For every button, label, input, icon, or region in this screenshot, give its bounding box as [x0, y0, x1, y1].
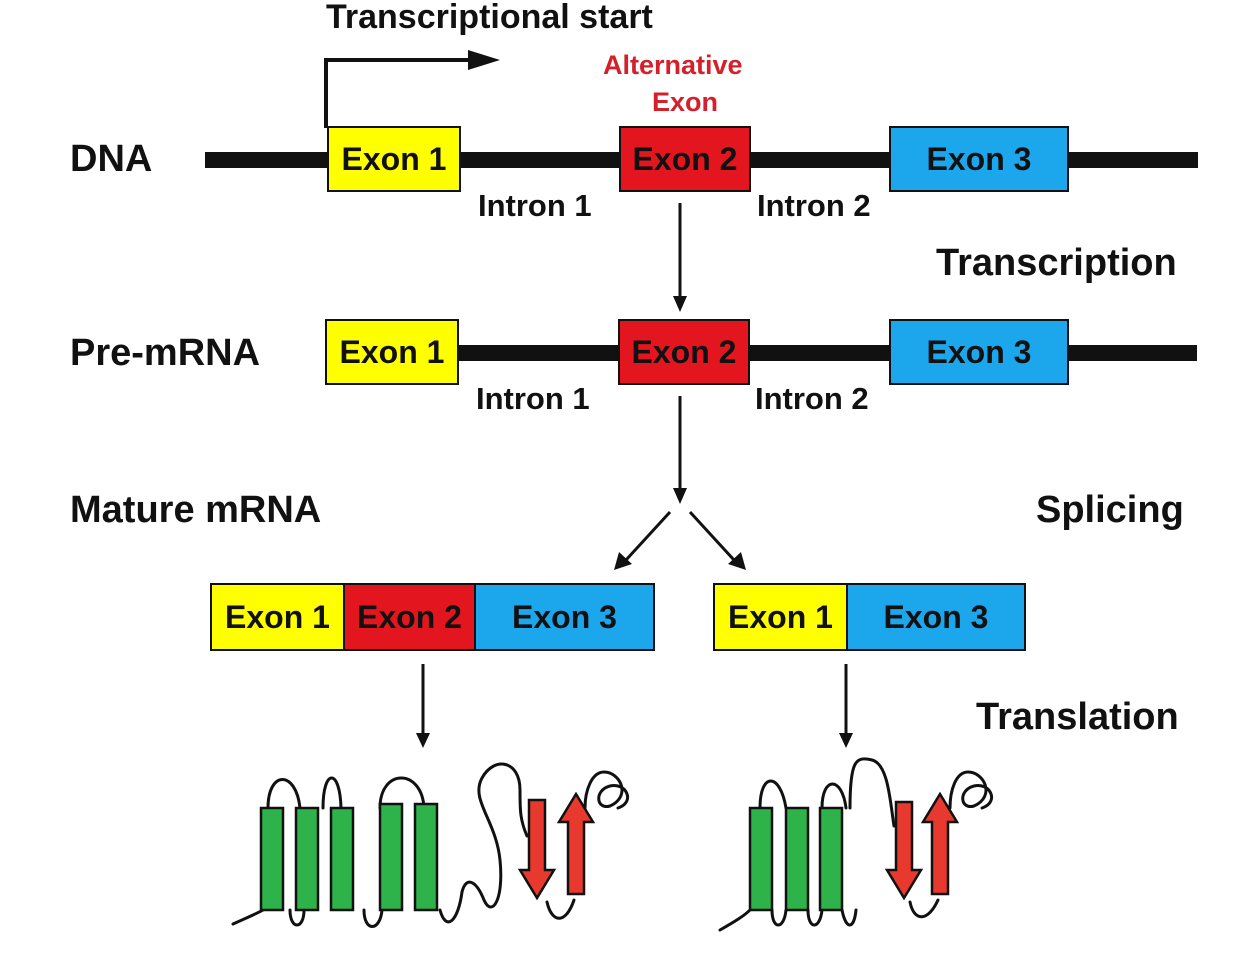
branch-arrow-right [688, 510, 746, 570]
protein-1-backbone [231, 762, 630, 928]
transcription-start-arrow [324, 50, 500, 128]
beta-strand-down [517, 798, 557, 901]
dna-intron-2-label: Intron 2 [757, 188, 871, 223]
dna-intron-1-label: Intron 1 [478, 188, 592, 223]
mrna-2-exon-3: Exon 3 [846, 583, 1026, 651]
translation-step-label: Translation [976, 696, 1179, 738]
translation-arrow-right [839, 664, 853, 748]
protein-2-backbone [718, 757, 994, 932]
pre-mrna-intron-1-label: Intron 1 [476, 381, 590, 416]
pre-mrna-exon-3: Exon 3 [889, 319, 1069, 385]
helix [784, 806, 810, 912]
beta-strand-up [556, 791, 596, 896]
mrna-1-exon-1: Exon 1 [210, 583, 345, 651]
branch-arrow-left [614, 510, 672, 570]
pre-mrna-intron-2-label: Intron 2 [755, 381, 869, 416]
alternative-exon-label-line-1: Alternative [603, 50, 743, 80]
pre-mrna-strand [456, 345, 1197, 361]
transcription-arrow [673, 203, 687, 312]
dna-exon-1: Exon 1 [327, 126, 461, 192]
helix [378, 802, 404, 912]
pre-mrna-exon-2: Exon 2 [618, 319, 750, 385]
dna-exon-2: Exon 2 [619, 126, 751, 192]
transcriptional-start-label: Transcriptional start [326, 0, 653, 36]
helix [329, 806, 355, 912]
helix [259, 806, 285, 912]
transcription-step-label: Transcription [936, 242, 1177, 284]
dna-label: DNA [70, 138, 153, 180]
splicing-step-label: Splicing [1036, 489, 1184, 531]
helix [413, 802, 439, 912]
mrna-1-exon-3: Exon 3 [474, 583, 655, 651]
helix [818, 806, 844, 912]
pre-mrna-exon-1: Exon 1 [325, 319, 459, 385]
protein-isoform-1 [231, 762, 630, 928]
dna-exon-3: Exon 3 [889, 126, 1069, 192]
alternative-exon-label-line-2: Exon [652, 87, 719, 117]
helix [294, 806, 320, 912]
mrna-1-exon-2: Exon 2 [343, 583, 476, 651]
beta-strand-up [920, 791, 960, 896]
mrna-2-exon-1: Exon 1 [713, 583, 848, 651]
translation-arrow-left [416, 664, 430, 748]
splicing-arrow [673, 396, 687, 504]
protein-isoform-2 [718, 757, 994, 932]
mature-mrna-label: Mature mRNA [70, 489, 322, 531]
beta-strand-down [884, 800, 924, 901]
pre-mrna-label: Pre-mRNA [70, 332, 261, 374]
helix [748, 806, 774, 912]
